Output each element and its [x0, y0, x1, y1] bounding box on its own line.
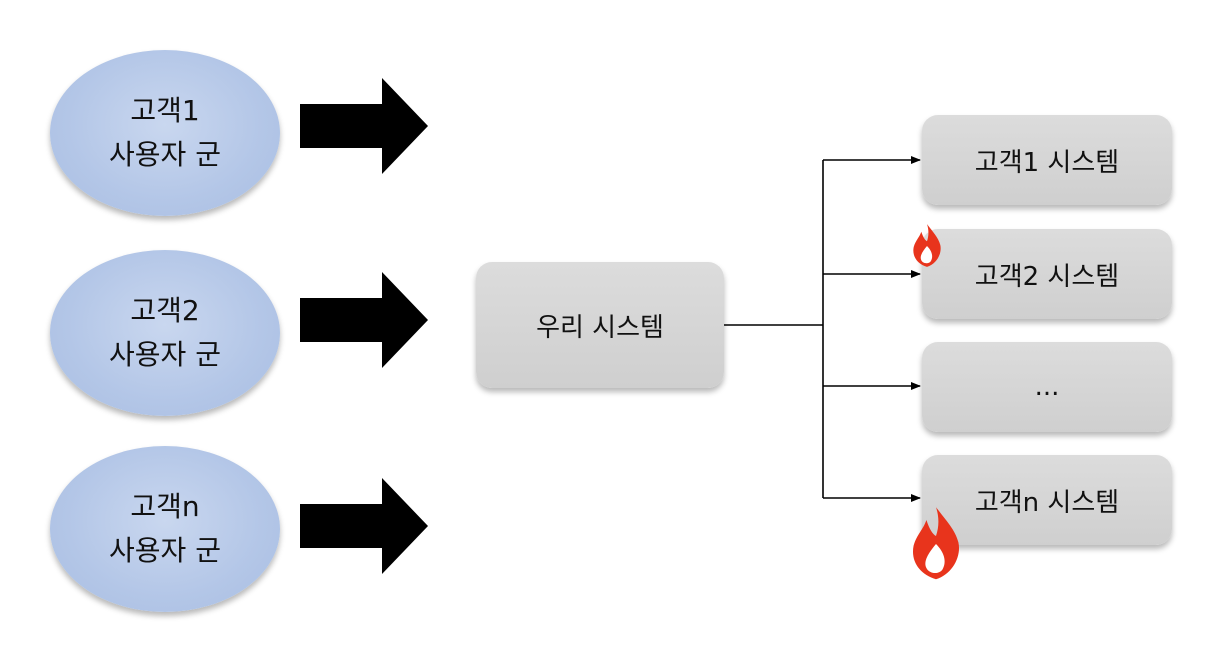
customer-system-n-label: 고객n 시스템 — [974, 487, 1120, 518]
customer-system-etc-label: ... — [1034, 372, 1060, 402]
our-system-box: 우리 시스템 — [476, 262, 724, 388]
customer-group-n-label: 고객n 사용자 군 — [109, 490, 221, 567]
customer-system-2-label: 고객2 시스템 — [974, 261, 1120, 292]
fire-icon-large — [912, 507, 960, 580]
customer-system-n: 고객n 시스템 — [922, 455, 1172, 545]
customer-group-1-label: 고객1 사용자 군 — [109, 94, 221, 171]
customer-system-2: 고객2 시스템 — [922, 229, 1172, 319]
block-arrow-2 — [300, 272, 428, 368]
customer-system-1-label: 고객1 시스템 — [974, 147, 1120, 178]
customer-system-1: 고객1 시스템 — [922, 115, 1172, 205]
fire-icon — [913, 224, 941, 267]
block-arrow-n — [300, 478, 428, 574]
our-system-label: 우리 시스템 — [536, 312, 664, 343]
customer-group-2-label: 고객2 사용자 군 — [109, 294, 221, 371]
block-arrow-1 — [300, 78, 428, 174]
customer-system-etc: ... — [922, 342, 1172, 432]
customer-group-2: 고객2 사용자 군 — [50, 250, 280, 416]
customer-group-n: 고객n 사용자 군 — [50, 446, 280, 612]
customer-group-1: 고객1 사용자 군 — [50, 50, 280, 216]
